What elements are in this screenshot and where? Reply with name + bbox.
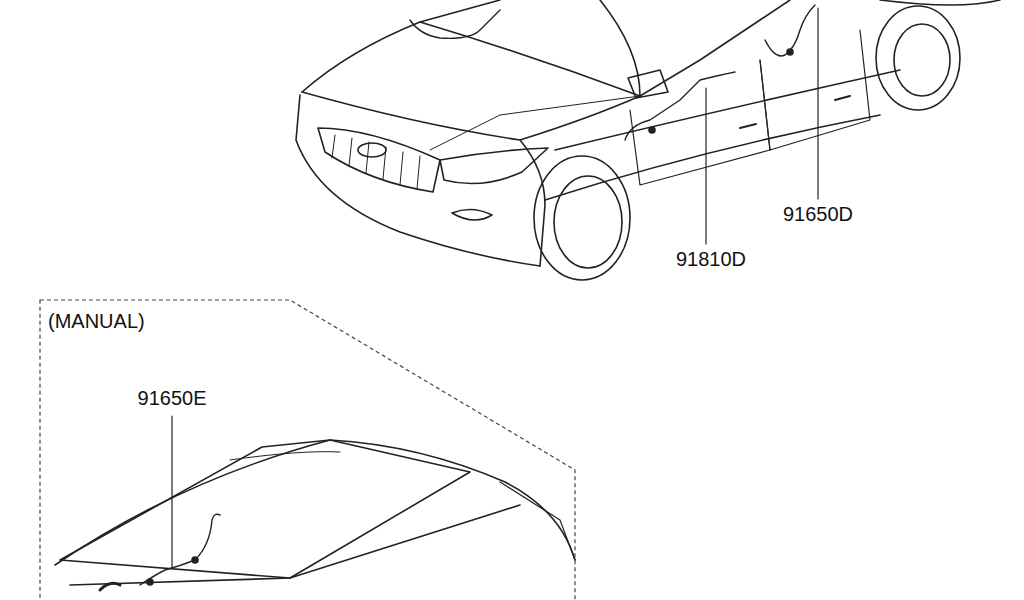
- callout-number: 91650D: [783, 203, 853, 225]
- option-region: (MANUAL) 91650E: [40, 300, 576, 600]
- callout-number: 91650E: [138, 387, 207, 409]
- region-heading: (MANUAL): [48, 310, 145, 332]
- callout-number: 91810D: [676, 248, 746, 270]
- dashed-outline: [40, 300, 576, 600]
